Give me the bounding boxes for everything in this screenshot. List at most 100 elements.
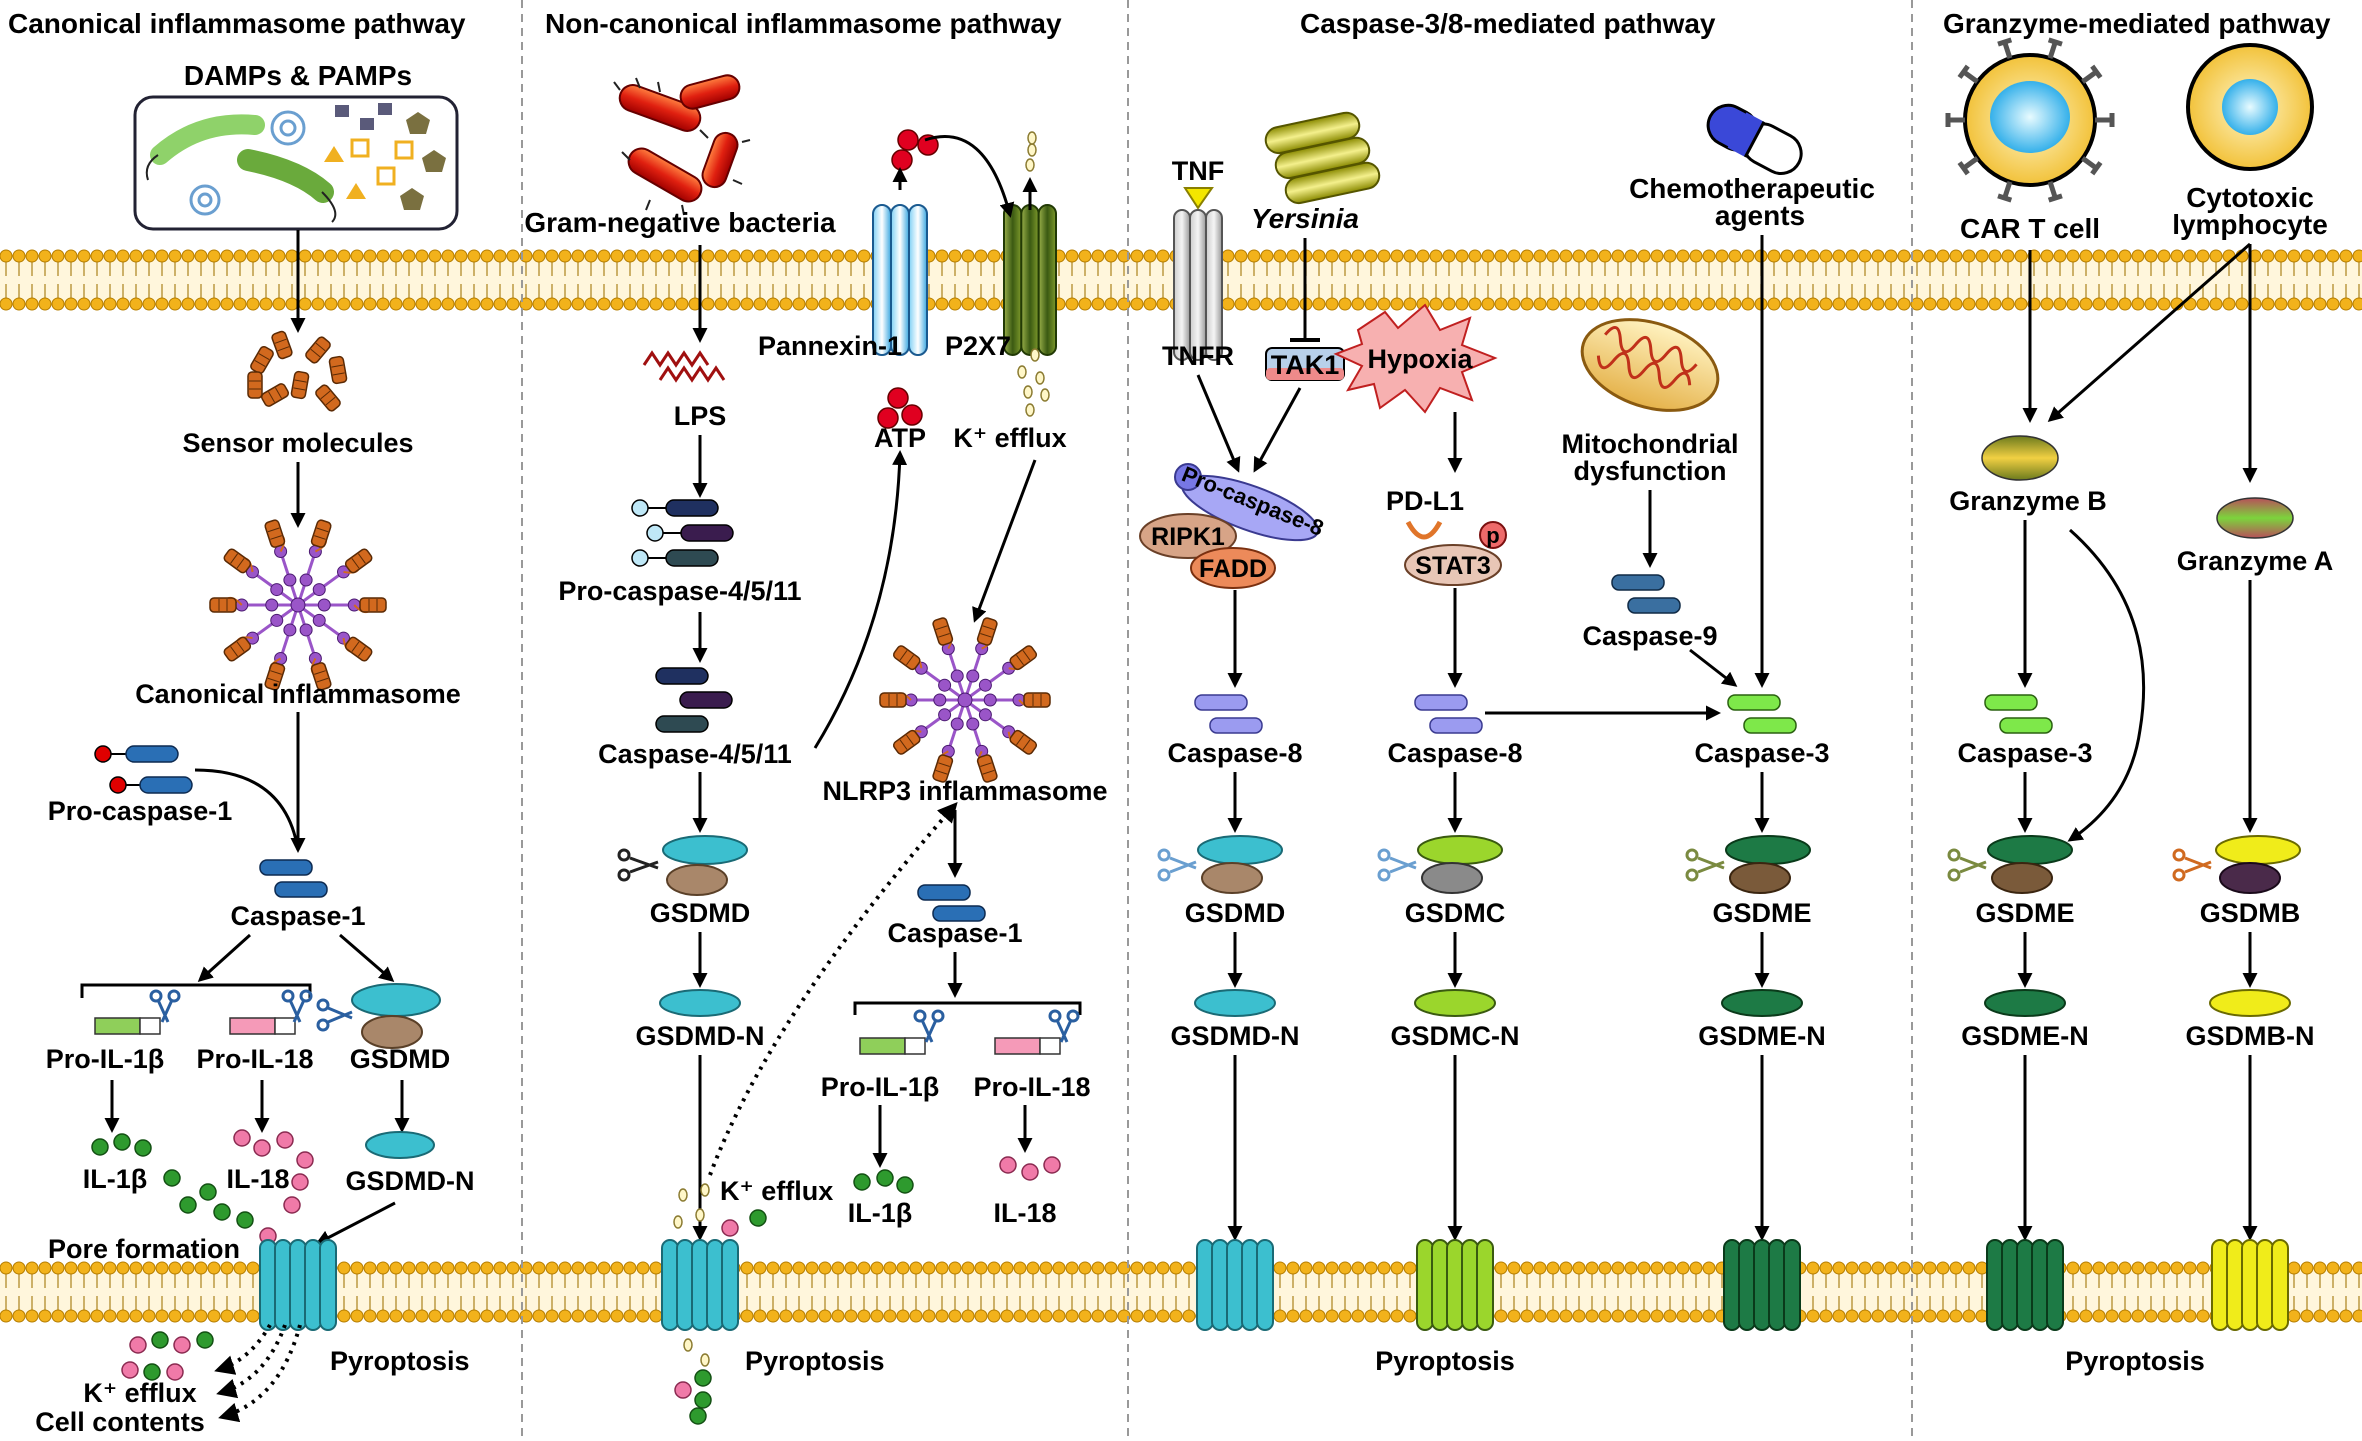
gsdmd-n-label-noncanonical: GSDMD-N xyxy=(636,1021,765,1051)
caspase-1-label-noncanonical: Caspase-1 xyxy=(887,918,1022,948)
gsdmc-n-icon xyxy=(1414,989,1496,1017)
scissors-icon xyxy=(1947,848,1987,882)
damps-pamps-label: DAMPs & PAMPs xyxy=(184,60,412,91)
nlrp3-inflammasome-label: NLRP3 inflammasome xyxy=(822,776,1107,806)
pro-caspase-1-icon xyxy=(94,745,193,794)
gsdme-n-icon xyxy=(1984,989,2066,1017)
tnf-label: TNF xyxy=(1172,156,1224,186)
caspase-4-5-11-label: Caspase-4/5/11 xyxy=(598,739,792,769)
panel-title-granzyme: Granzyme-mediated pathway xyxy=(1943,8,2331,39)
scissors-icon xyxy=(1157,848,1197,882)
k-efflux-label-noncanonical: K⁺ efflux xyxy=(953,423,1066,453)
phospho-label: p xyxy=(1486,523,1499,548)
canonical-inflammasome-label: Canonical inflammasome xyxy=(135,679,461,709)
stat3-icon xyxy=(1404,544,1502,586)
tnfr-label: TNFR xyxy=(1162,341,1234,371)
gsdme-pore-icon-granzyme xyxy=(1986,1239,2064,1331)
caspase-3-icon-b xyxy=(1984,694,2053,734)
sensor-molecules-label: Sensor molecules xyxy=(182,428,413,458)
gsdme-pore-icon-caspase xyxy=(1723,1239,1801,1331)
panel-granzyme: CAR T cell Cytotoxic lymphocyte Granzyme… xyxy=(1945,37,2334,1376)
panel-title-caspase: Caspase-3/8-mediated pathway xyxy=(1300,8,1716,39)
k-efflux-label-pore: K⁺ efflux xyxy=(720,1176,833,1206)
hypoxia-label: Hypoxia xyxy=(1367,344,1473,374)
lymphocyte-label: lymphocyte xyxy=(2172,209,2328,240)
fadd-label: FADD xyxy=(1199,555,1267,583)
il-1b-label-noncanonical: IL-1β xyxy=(848,1198,912,1228)
caspase-9-label: Caspase-9 xyxy=(1582,621,1717,651)
gsdme-c-domain-icon xyxy=(1991,862,2053,894)
atp-label: ATP xyxy=(874,423,926,453)
pd-l1-label: PD-L1 xyxy=(1386,486,1464,516)
ripk1-label: RIPK1 xyxy=(1151,523,1225,551)
caspase-8-icon-a xyxy=(1194,694,1263,734)
mitochondrial-label: Mitochondrial xyxy=(1562,429,1739,459)
gsdmd-pore-icon-noncanonical xyxy=(661,1239,739,1331)
car-t-cell-label: CAR T cell xyxy=(1960,213,2100,244)
pro-il-1b-icon xyxy=(94,1017,161,1035)
release-arrows xyxy=(214,1324,302,1423)
chemotherapeutic-pill-icon xyxy=(1706,103,1803,175)
gsdmd-pore-icon xyxy=(259,1239,337,1331)
gsdme-n-icon xyxy=(1721,989,1803,1017)
mitochondria-icon xyxy=(1580,318,1720,412)
gsdmd-label-caspase: GSDMD xyxy=(1185,898,1286,928)
car-t-cell-icon xyxy=(1945,37,2115,203)
gsdme-n-label-caspase: GSDME-N xyxy=(1698,1021,1826,1051)
pyroptosis-label-granzyme: Pyroptosis xyxy=(2065,1346,2205,1376)
granzyme-a-label: Granzyme A xyxy=(2177,546,2334,576)
canonical-inflammasome-icon xyxy=(209,519,387,691)
caspase-1-icon xyxy=(259,859,328,898)
tnfr-receptor-icon xyxy=(1173,209,1223,361)
gsdmc-c-domain-icon xyxy=(1421,862,1483,894)
gsdmd-n-icon xyxy=(365,1131,435,1159)
panel-dividers xyxy=(521,0,1913,1441)
tnf-ligand-icon xyxy=(1183,187,1214,210)
pro-il-18-icon xyxy=(229,1017,296,1035)
gsdmd-n-label: GSDMD-N xyxy=(346,1166,475,1196)
caspase-9-icon xyxy=(1611,574,1681,614)
pyroptosis-label-caspase: Pyroptosis xyxy=(1375,1346,1515,1376)
pro-il-1b-icon-noncanonical xyxy=(859,1037,926,1055)
pannexin-1-channel-icon xyxy=(872,204,928,356)
lps-label: LPS xyxy=(674,401,727,431)
panel-title-canonical: Canonical inflammasome pathway xyxy=(8,8,466,39)
gsdme-n-domain-icon xyxy=(1725,835,1811,865)
caspase-3-icon-a xyxy=(1727,694,1797,734)
hypoxia-icon xyxy=(1333,303,1498,414)
gsdmc-pore-icon xyxy=(1416,1239,1494,1331)
gsdmb-c-domain-icon xyxy=(2219,862,2281,894)
gsdmd-c-domain-icon xyxy=(1201,862,1263,894)
pro-il-18-label-noncanonical: Pro-IL-18 xyxy=(973,1072,1090,1102)
scissors-icon xyxy=(1377,848,1417,882)
pro-il-1b-label-noncanonical: Pro-IL-1β xyxy=(821,1072,939,1102)
p2x7-channel-icon xyxy=(1003,204,1057,356)
pro-caspase-4-5-11-label: Pro-caspase-4/5/11 xyxy=(558,576,801,606)
pro-il-18-label: Pro-IL-18 xyxy=(196,1044,313,1074)
cytotoxic-label: Cytotoxic xyxy=(2186,182,2314,213)
panel-title-noncanonical: Non-canonical inflammasome pathway xyxy=(545,8,1062,39)
caspase-8-label-b: Caspase-8 xyxy=(1387,738,1522,768)
gsdmb-n-domain-icon xyxy=(2215,835,2301,865)
caspase-1-icon-noncanonical xyxy=(917,884,986,922)
gsdme-label-granzyme: GSDME xyxy=(1975,898,2074,928)
panel-caspase: TNF TNFR Yersinia TAK1 Pro-caspase-8 RIP… xyxy=(1139,103,1875,1376)
il-1b-particles-noncanonical xyxy=(853,1169,914,1194)
scissors-icon xyxy=(149,989,353,1032)
gsdmd-label: GSDMD xyxy=(350,1044,451,1074)
gsdmd-c-domain-icon xyxy=(666,864,728,896)
gsdme-c-domain-icon xyxy=(1729,862,1791,894)
agents-label: agents xyxy=(1715,200,1805,231)
chemotherapeutic-label: Chemotherapeutic xyxy=(1629,173,1875,204)
pyroptosis-label-canonical: Pyroptosis xyxy=(330,1346,470,1376)
lps-icon xyxy=(642,350,726,383)
gsdmc-label: GSDMC xyxy=(1405,898,1506,928)
granzyme-a-icon xyxy=(2216,497,2294,539)
dysfunction-label: dysfunction xyxy=(1574,456,1727,486)
scissors-icon xyxy=(913,1009,1080,1043)
cell-contents-particles-noncanonical xyxy=(674,1338,712,1425)
k-ion-particles xyxy=(1017,131,1050,417)
il-18-label-noncanonical: IL-18 xyxy=(993,1198,1056,1228)
virus-icon xyxy=(189,110,306,216)
